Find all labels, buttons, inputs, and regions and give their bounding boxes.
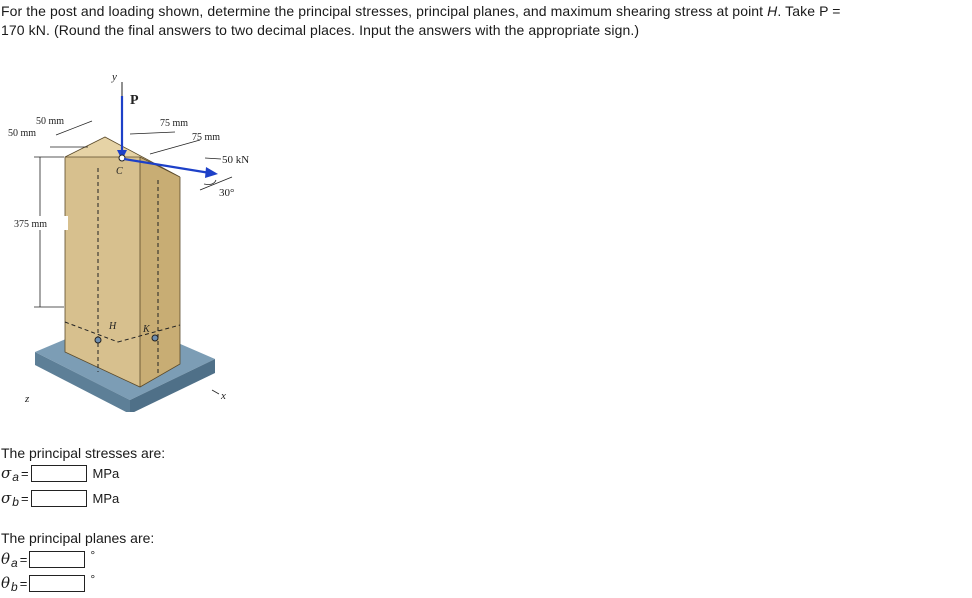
base-plate-left-side — [35, 352, 130, 412]
point-h-label: H — [108, 321, 117, 332]
post-side-face — [140, 157, 180, 387]
post-edges — [64, 136, 181, 388]
question-text: For the post and loading shown, determin… — [1, 2, 969, 40]
question-line1-post: . Take P = — [777, 3, 841, 19]
force-label-leader — [204, 157, 222, 160]
question-point: H — [767, 3, 778, 19]
theta-b-input[interactable] — [29, 574, 86, 592]
x-axis-line — [211, 389, 220, 395]
theta-b-symbol: θ — [1, 574, 11, 592]
principal-stresses-title: The principal stresses are: — [1, 445, 166, 461]
angle-reference-line — [199, 176, 233, 191]
dim-75-top-line — [129, 131, 176, 135]
dim-75-top-label: 75 mm — [160, 118, 188, 129]
sigma-a-input[interactable] — [30, 464, 87, 482]
question-line2: 170 kN. (Round the final answers to two … — [1, 22, 640, 38]
force-label: 50 kN — [222, 154, 249, 166]
sigma-a-unit: MPa — [92, 465, 120, 481]
theta-a-equals: = — [19, 551, 28, 567]
sigma-b-symbol: σ — [1, 489, 12, 507]
theta-b-unit: ° — [90, 572, 96, 586]
question-line1-pre: For the post and loading shown, determin… — [1, 3, 768, 19]
sigma-a-equals: = — [20, 465, 29, 481]
theta-a-unit: ° — [90, 548, 96, 562]
force-50kn-arrowhead — [205, 167, 218, 178]
axis-y-label: y — [111, 71, 117, 83]
dim-75-right-line — [149, 139, 201, 155]
height-dim-label: 375 mm — [14, 219, 47, 230]
axis-x-label: x — [220, 390, 226, 402]
post-front-face — [65, 157, 140, 387]
dim-50-top-line — [55, 120, 93, 136]
theta-b-subscript: b — [11, 580, 18, 594]
point-c-marker — [118, 154, 126, 162]
point-k-marker — [151, 334, 159, 342]
angle-arc — [203, 179, 217, 185]
point-h-marker — [94, 336, 102, 344]
post-loading-figure: y P C 50 kN 30° 50 mm 50 mm 75 mm 75 mm … — [8, 71, 249, 412]
dashed-section-bottom — [64, 321, 119, 343]
dim-75-right-label: 75 mm — [192, 132, 220, 143]
sigma-b-equals: = — [20, 490, 29, 506]
principal-planes-title: The principal planes are: — [1, 530, 155, 546]
point-c-label: C — [116, 166, 123, 177]
dim-50-left-label: 50 mm — [8, 128, 36, 139]
sigma-a-symbol: σ — [1, 464, 12, 482]
dashed-section-bottom-2 — [117, 324, 181, 343]
base-plate-right-side — [130, 359, 215, 412]
theta-a-input[interactable] — [29, 550, 86, 568]
force-50kn-arrow — [123, 157, 211, 175]
sigma-b-input[interactable] — [30, 489, 87, 507]
theta-a-subscript: a — [11, 556, 18, 570]
sigma-b-subscript: b — [12, 495, 19, 509]
sigma-b-unit: MPa — [92, 490, 120, 506]
point-k-label: K — [142, 324, 151, 335]
angle-label: 30° — [219, 187, 234, 199]
load-p-label: P — [130, 93, 139, 108]
theta-a-symbol: θ — [1, 550, 11, 568]
height-dim-label-bg — [12, 216, 68, 230]
theta-b-equals: = — [19, 575, 28, 591]
sigma-a-subscript: a — [12, 470, 19, 484]
axis-z-label: z — [24, 393, 30, 405]
dim-50-top-label: 50 mm — [36, 116, 64, 127]
